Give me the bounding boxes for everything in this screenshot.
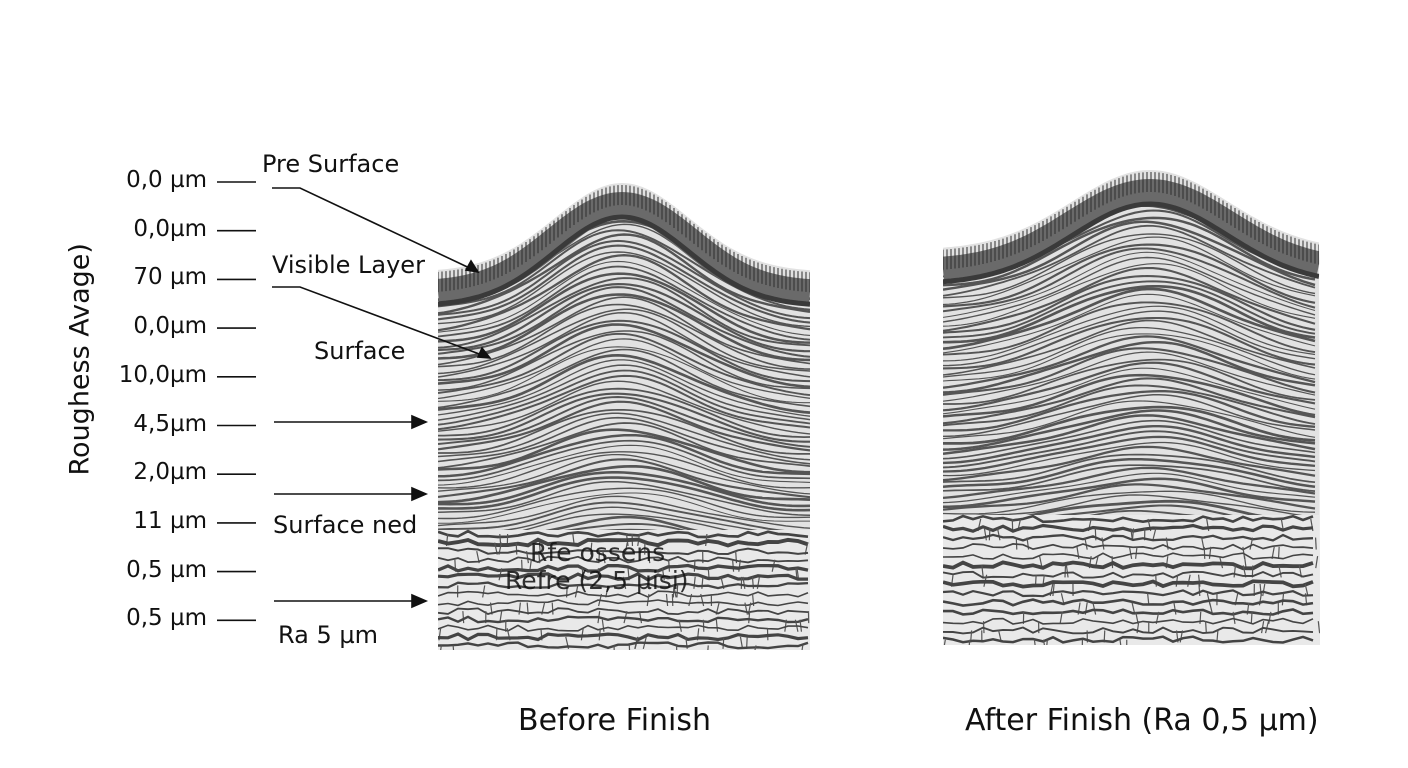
surface-label: Surface — [314, 337, 406, 365]
tick-label: 11 µm — [133, 507, 207, 534]
tick-label: 0,0µm — [133, 215, 207, 242]
surface-ned-label: Surface ned — [273, 511, 418, 539]
tick-label: 70 µm — [133, 264, 207, 291]
overlay-text-2: Refre (2,5 µisi) — [505, 566, 689, 595]
after-finish-caption: After Finish (Ra 0,5 µm) — [965, 703, 1319, 738]
visible-layer-arrowhead — [476, 346, 492, 359]
tick-label: 10,0µm — [118, 361, 207, 388]
before-finish-micrograph — [438, 183, 810, 650]
pre-surface-leader — [272, 187, 479, 273]
tick-marks — [217, 181, 256, 622]
y-axis-label: Roughess Avage) — [64, 243, 96, 476]
tick-label: 2,0µm — [133, 459, 207, 486]
tick-label: 0,5 µm — [126, 605, 207, 632]
before-finish-caption: Before Finish — [518, 703, 712, 738]
tick-label: 0,0 µm — [126, 167, 207, 193]
leader-lines — [272, 187, 492, 609]
overlay-text-1: Rfe ossens — [530, 538, 666, 567]
visible-layer-label: Visible Layer — [272, 251, 425, 279]
tick-label: 4,5µm — [133, 410, 207, 437]
ra-label: Ra 5 µm — [278, 621, 379, 649]
pre-surface-label: Pre Surface — [262, 150, 400, 178]
tick-label: 0,0µm — [133, 313, 207, 340]
tick-label: 0,5 µm — [126, 556, 207, 583]
visible-layer-leader — [272, 286, 491, 359]
pre-surface-arrowhead — [464, 259, 480, 274]
after-finish-micrograph — [943, 170, 1320, 645]
